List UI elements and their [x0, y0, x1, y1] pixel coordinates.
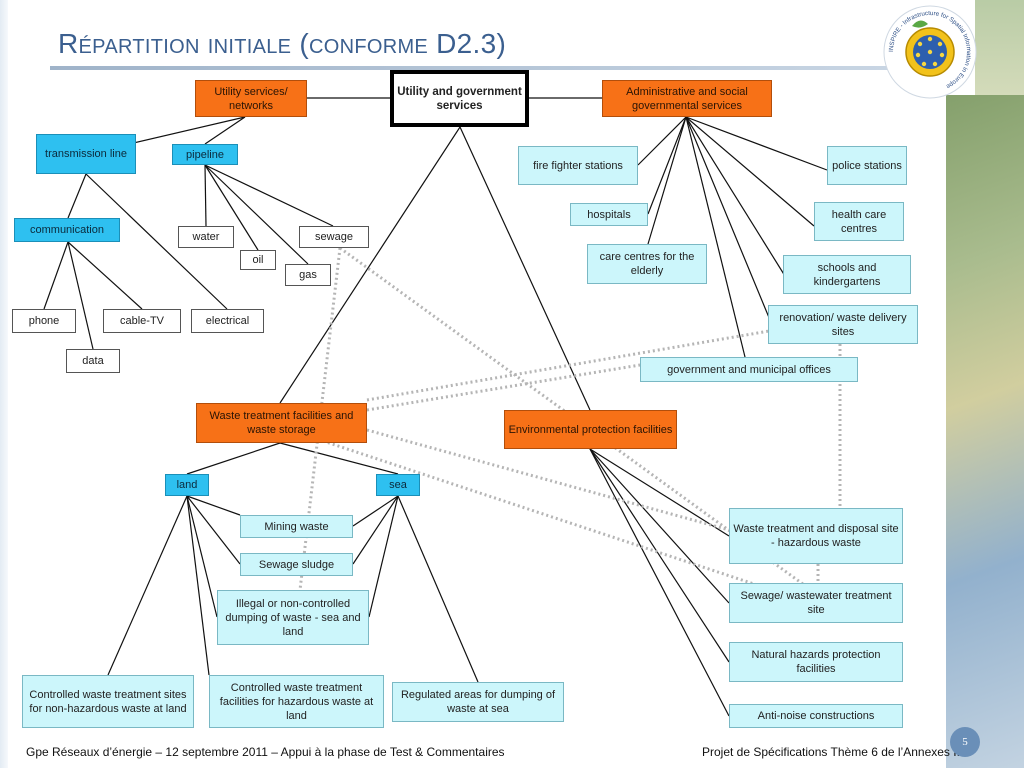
node-regulated: Regulated areas for dumping of waste at …	[392, 682, 564, 722]
node-utility: Utility services/ networks	[195, 80, 307, 117]
link-admin-hospitals	[647, 116, 687, 215]
link-root-wastetreat	[279, 126, 461, 404]
link-env-natural	[589, 448, 730, 663]
node-phone: phone	[12, 309, 76, 333]
link-admin-police	[685, 116, 828, 171]
node-natural: Natural hazards protection facilities	[729, 642, 903, 682]
link-land-illegal	[186, 495, 218, 618]
page-number: 5	[950, 727, 980, 757]
link-admin-healthcare	[685, 116, 815, 227]
slide-title: Répartition initiale (conforme D2.3)	[58, 28, 507, 59]
node-police: police stations	[827, 146, 907, 185]
link-admin-schools	[685, 116, 786, 277]
link-waste-land	[186, 442, 281, 475]
node-oil: oil	[240, 250, 276, 270]
node-healthcare: health care centres	[814, 202, 904, 241]
link-admin-renovation	[685, 116, 771, 321]
link-sea-illegal	[368, 495, 399, 618]
node-root: Utility and government services	[390, 70, 529, 127]
link-admin-firefighter	[637, 116, 687, 166]
node-sea: sea	[376, 474, 420, 496]
link-communication-cabletv	[67, 241, 143, 310]
link-transmission-electrical	[85, 173, 228, 310]
node-gas: gas	[285, 264, 331, 286]
node-carecentres: care centres for the elderly	[587, 244, 707, 284]
node-antinoise: Anti-noise constructions	[729, 704, 903, 728]
footer-left: Gpe Réseaux d’énergie – 12 septembre 201…	[26, 745, 505, 759]
node-sewage: sewage	[299, 226, 369, 248]
link-pipeline-oil	[204, 164, 259, 251]
link-utility-pipeline	[204, 116, 246, 145]
node-transmission: transmission line	[36, 134, 136, 174]
link-env-hazsite	[589, 448, 730, 537]
node-govoffices: government and municipal offices	[640, 357, 858, 382]
link-sea-sludge	[352, 495, 399, 565]
dotted-wastetreat-govoffices	[366, 363, 641, 412]
link-pipeline-gas	[204, 164, 309, 265]
node-hospitals: hospitals	[570, 203, 648, 226]
node-wastetreat: Waste treatment facilities and waste sto…	[196, 403, 367, 443]
node-water: water	[178, 226, 234, 248]
node-schools: schools and kindergartens	[783, 255, 911, 294]
node-ctrl-nonhaz: Controlled waste treatment sites for non…	[22, 675, 194, 728]
node-envprot: Environmental protection facilities	[504, 410, 677, 449]
node-wastewater: Sewage/ wastewater treatment site	[729, 583, 903, 623]
right-decor-map-top	[975, 0, 1024, 95]
node-pipeline: pipeline	[172, 144, 238, 165]
node-data: data	[66, 349, 120, 373]
link-pipeline-sewage	[204, 164, 334, 227]
node-hazsite: Waste treatment and disposal site - haza…	[729, 508, 903, 564]
left-decor-bar	[0, 0, 8, 768]
node-cabletv: cable-TV	[103, 309, 181, 333]
link-admin-carecentres	[647, 116, 687, 245]
link-admin-govoffices	[685, 116, 746, 358]
node-electrical: electrical	[191, 309, 264, 333]
node-land: land	[165, 474, 209, 496]
link-pipeline-water	[204, 164, 207, 227]
node-sludge: Sewage sludge	[240, 553, 353, 576]
dotted-wastetreat-wastewater	[289, 428, 761, 588]
node-communication: communication	[14, 218, 120, 242]
footer-right: Projet de Spécifications Thème 6 de l’An…	[702, 745, 964, 759]
link-land-sludge	[186, 495, 241, 565]
node-firefighter: fire fighter stations	[518, 146, 638, 185]
link-waste-sea	[279, 442, 399, 475]
link-root-envprot	[459, 126, 591, 411]
node-illegal: Illegal or non-controlled dumping of was…	[217, 590, 369, 645]
link-land-mining	[186, 495, 241, 516]
link-communication-data	[67, 241, 94, 350]
node-ctrl-haz: Controlled waste treatment facilities fo…	[209, 675, 384, 728]
dotted-wastetreat-renovation	[366, 328, 776, 402]
link-sea-mining	[352, 495, 399, 527]
title-underline	[50, 66, 910, 70]
node-mining: Mining waste	[240, 515, 353, 538]
link-env-antinoise	[589, 448, 730, 717]
right-decor-map	[946, 95, 1024, 768]
inspire-logo: INSPIRE - Infrastructure for Spatial Inf…	[883, 5, 977, 99]
node-renovation: renovation/ waste delivery sites	[768, 305, 918, 344]
link-env-wastewater	[589, 448, 730, 604]
link-land-ctrlnonhaz	[107, 495, 188, 676]
link-land-ctrlhaz	[186, 495, 210, 676]
node-admin: Administrative and social governmental s…	[602, 80, 772, 117]
link-sea-regulated	[397, 495, 479, 683]
link-communication-phone	[43, 241, 69, 310]
link-transmission-communication	[67, 173, 87, 219]
